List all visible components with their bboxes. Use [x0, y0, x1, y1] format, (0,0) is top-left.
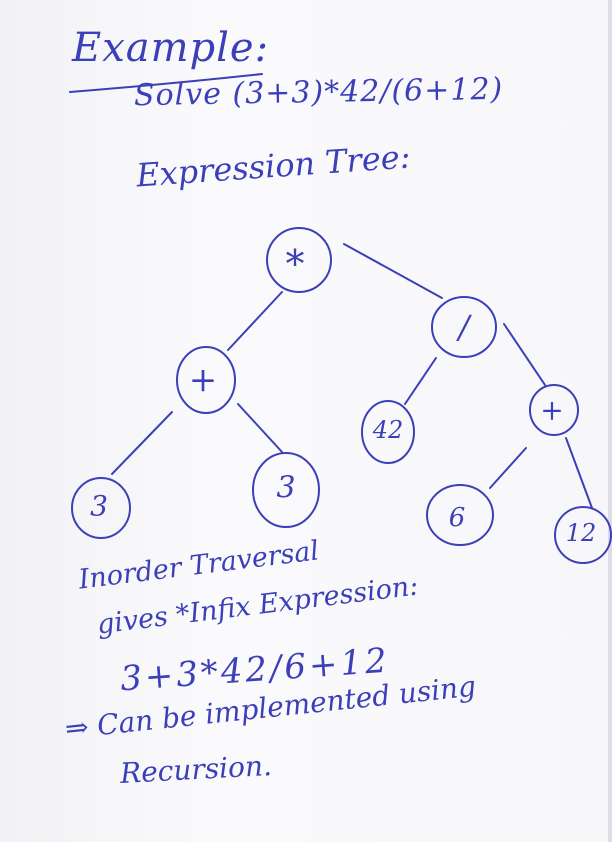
edge-plus2-left — [489, 447, 527, 489]
edge-plus-right — [237, 403, 283, 453]
edge-root-right — [343, 243, 443, 299]
heading: Example: — [72, 25, 270, 71]
node-three-right-label: 3 — [276, 471, 295, 506]
edge-root-left — [227, 291, 283, 351]
page-edge — [608, 0, 612, 842]
node-three-right: 3 — [252, 452, 320, 528]
edge-plus2-right — [565, 437, 593, 509]
node-plus-label: + — [189, 360, 218, 400]
node-six-label: 6 — [449, 503, 466, 533]
node-six: 6 — [426, 484, 494, 546]
node-root-label: * — [286, 242, 305, 286]
node-twelve: 12 — [554, 506, 612, 564]
node-three-left: 3 — [71, 477, 131, 539]
node-divide: / — [431, 296, 497, 358]
node-three-left-label: 3 — [90, 490, 108, 523]
node-plus2: + — [529, 384, 579, 436]
node-plus: + — [176, 346, 236, 414]
node-root: * — [266, 227, 332, 293]
node-plus2-label: + — [540, 394, 563, 427]
edge-div-left — [404, 357, 437, 405]
edge-plus-left — [111, 411, 173, 475]
edge-div-right — [503, 323, 546, 386]
note-line-2: Recursion. — [119, 749, 273, 790]
node-twelve-label: 12 — [566, 519, 597, 547]
node-forty-two: 42 — [361, 400, 415, 464]
node-forty-two-label: 42 — [372, 416, 404, 444]
node-divide-label: / — [456, 308, 473, 346]
